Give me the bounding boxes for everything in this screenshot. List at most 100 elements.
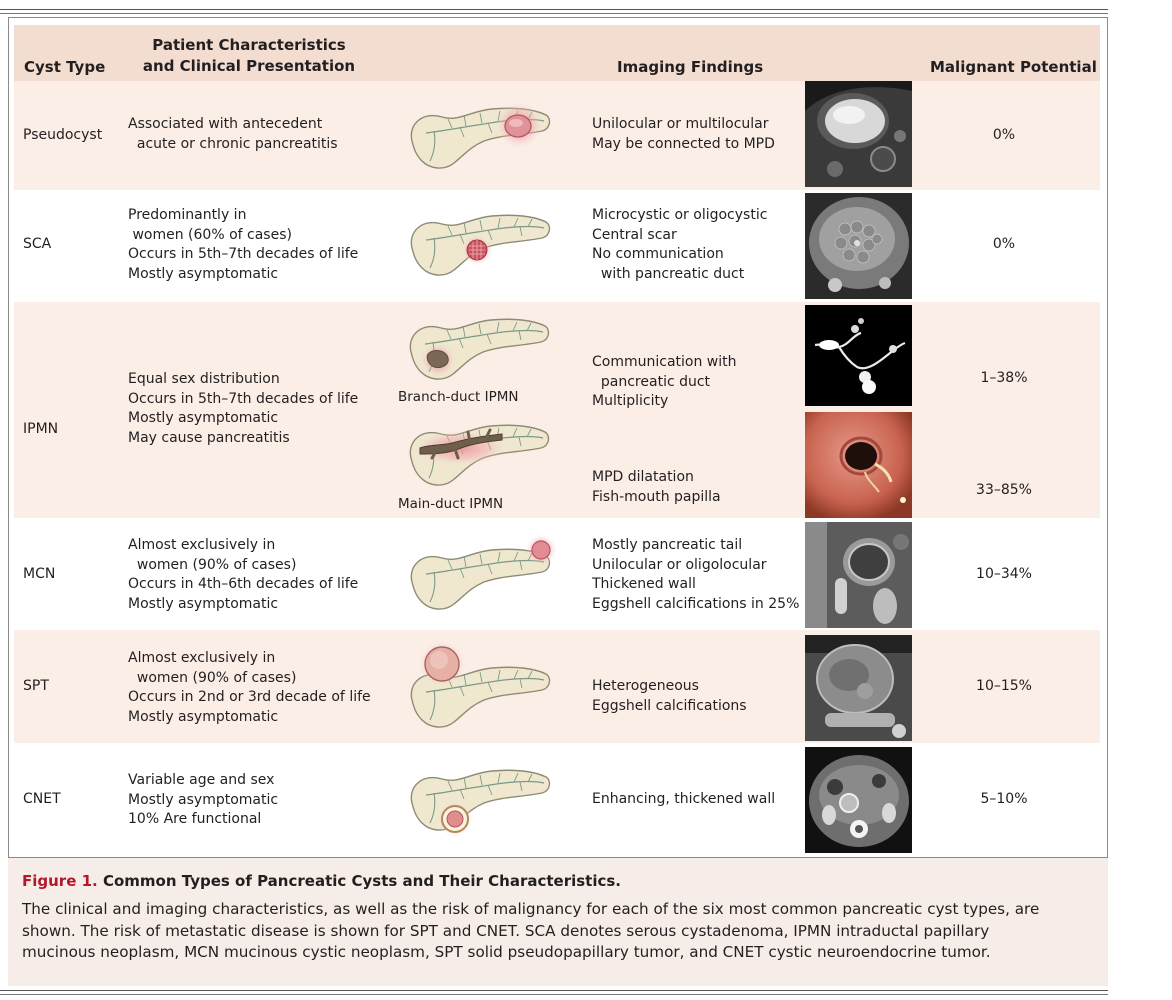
- characteristic-line: Occurs in 2nd or 3rd decade of life: [128, 689, 371, 705]
- imaging-line: Mostly pancreatic tail: [592, 537, 743, 553]
- top-rule: [0, 9, 1108, 10]
- caption-line: shown. The risk of metastatic disease is…: [22, 921, 990, 940]
- characteristic-line: Occurs in 4th–6th decades of life: [128, 576, 359, 592]
- cyst-type-label: MCN: [23, 566, 56, 582]
- imaging-findings: Microcystic or oligocystic Central scar …: [592, 206, 767, 284]
- branch-duct-label: Branch-duct IPMN: [398, 389, 519, 405]
- caption-line: mucinous neoplasm, MCN mucinous cystic n…: [22, 943, 991, 961]
- imaging-line: Unilocular or oligolocular: [592, 556, 767, 573]
- ct-mcn-image: [805, 522, 912, 628]
- characteristic-line: Occurs in 5th–7th decades of life: [128, 390, 359, 407]
- pancreas-main-duct-illustration: [409, 424, 550, 486]
- imaging-line: pancreatic duct: [592, 373, 711, 390]
- header-malignant: Malignant Potential: [930, 58, 1097, 76]
- table-row-spt: SPT Almost exclusively in women (90% of …: [14, 630, 1100, 743]
- imaging-line: Enhancing, thickened wall: [592, 791, 776, 807]
- characteristic-line: Predominantly in: [128, 207, 247, 223]
- bottom-rule-secondary: [0, 994, 1108, 995]
- characteristic-line: Mostly asymptomatic: [128, 410, 279, 426]
- imaging-findings: Heterogeneous Eggshell calcifications: [592, 677, 747, 716]
- cyst-type-label: SCA: [23, 236, 52, 252]
- figure-label: Figure 1.: [22, 872, 98, 890]
- characteristic-line: Almost exclusively in: [128, 650, 276, 666]
- caption-line: The clinical and imaging characteristics…: [22, 900, 1040, 918]
- characteristic-line: Almost exclusively in: [128, 537, 276, 553]
- cyst-type-label: IPMN: [23, 421, 59, 437]
- cyst-table: Cyst Type Patient Characteristics and Cl…: [14, 25, 1100, 853]
- characteristic-line: Equal sex distribution: [128, 371, 280, 387]
- characteristic-line: May cause pancreatitis: [128, 429, 290, 446]
- table-row-ipmn: IPMN Equal sex distribution Occurs in 5t…: [14, 302, 1100, 518]
- pancreas-branch-duct-illustration: [409, 318, 550, 380]
- caption-title-line: Figure 1. Common Types of Pancreatic Cys…: [22, 872, 621, 890]
- pancreas-mcn-illustration: [410, 534, 557, 610]
- patient-characteristics: Equal sex distribution Occurs in 5th–7th…: [128, 370, 358, 448]
- malignant-potential: 5–10%: [980, 791, 1028, 807]
- patient-characteristics: Almost exclusively in women (90% of case…: [128, 649, 371, 727]
- patient-characteristics: Associated with antecedent acute or chro…: [128, 115, 338, 154]
- imaging-line: Thickened wall: [592, 576, 696, 592]
- characteristic-line: Occurs in 5th–7th decades of life: [128, 246, 359, 262]
- pancreas-pseudocyst-illustration: [410, 101, 551, 169]
- pancreas-sca-illustration: [410, 214, 551, 276]
- imaging-line: MPD dilatation: [592, 469, 694, 485]
- table-row-mcn: MCN Almost exclusively in women (90% of …: [14, 518, 1100, 630]
- ct-spt-image: [805, 635, 912, 741]
- caption-title: Common Types of Pancreatic Cysts and The…: [102, 872, 621, 890]
- bottom-rule: [0, 990, 1108, 991]
- mrcp-branch-duct-image: [805, 305, 912, 406]
- characteristic-line: Mostly asymptomatic: [128, 708, 279, 725]
- header-patient-line2: and Clinical Presentation: [142, 57, 356, 75]
- caption-body: The clinical and imaging characteristics…: [22, 899, 1092, 964]
- imaging-line: Fish-mouth papilla: [592, 488, 721, 505]
- patient-characteristics: Predominantly in women (60% of cases) Oc…: [128, 206, 358, 284]
- imaging-findings-branch-duct: Communication with pancreatic duct Multi…: [592, 353, 737, 412]
- imaging-line: Unilocular or multilocular: [592, 116, 769, 132]
- malignant-potential: 0%: [992, 127, 1016, 143]
- imaging-line: Multiplicity: [592, 393, 669, 409]
- characteristic-line: Associated with antecedent: [128, 116, 323, 132]
- ct-sca-image: [805, 193, 912, 299]
- imaging-findings: Mostly pancreatic tail Unilocular or oli…: [592, 536, 799, 614]
- endoscopy-main-duct-image: [805, 412, 912, 518]
- characteristic-line: women (90% of cases): [128, 669, 297, 686]
- characteristic-line: women (90% of cases): [128, 556, 297, 573]
- characteristic-line: Mostly asymptomatic: [128, 595, 279, 612]
- mri-pseudocyst-image: [805, 81, 912, 187]
- table-row-cnet: CNET Variable age and sex Mostly asympto…: [14, 743, 1100, 853]
- characteristic-line: 10% Are functional: [128, 811, 262, 827]
- malignant-potential-branch-duct: 1–38%: [980, 370, 1028, 386]
- ct-cnet-image: [805, 747, 912, 853]
- cyst-type-label: Pseudocyst: [23, 127, 103, 143]
- malignant-potential-main-duct: 33–85%: [976, 482, 1032, 498]
- characteristic-line: Variable age and sex: [128, 772, 275, 788]
- header-cyst-type: Cyst Type: [24, 58, 106, 76]
- cyst-type-label: SPT: [23, 678, 49, 694]
- characteristic-line: women (60% of cases): [128, 226, 292, 243]
- imaging-line: Microcystic or oligocystic: [592, 207, 768, 223]
- imaging-findings: Unilocular or multilocular May be connec…: [592, 115, 775, 154]
- top-rule-secondary: [0, 13, 1108, 14]
- table-row-pseudocyst: Pseudocyst Associated with antecedent ac…: [14, 81, 1100, 190]
- malignant-potential: 0%: [992, 236, 1016, 252]
- malignant-potential: 10–34%: [976, 566, 1032, 582]
- figure-caption: Figure 1. Common Types of Pancreatic Cys…: [8, 857, 1108, 986]
- imaging-line: Eggshell calcifications: [592, 697, 747, 714]
- cyst-type-label: CNET: [23, 791, 61, 807]
- pancreas-spt-illustration: [410, 640, 551, 728]
- imaging-line: Eggshell calcifications in 25%: [592, 595, 800, 612]
- table-header: Cyst Type Patient Characteristics and Cl…: [14, 25, 1100, 81]
- table-row-sca: SCA Predominantly in women (60% of cases…: [14, 190, 1100, 302]
- main-duct-label: Main-duct IPMN: [398, 496, 504, 512]
- imaging-findings: Enhancing, thickened wall: [592, 790, 775, 810]
- imaging-line: Central scar: [592, 226, 677, 243]
- characteristic-line: acute or chronic pancreatitis: [128, 135, 338, 152]
- header-patient-line1: Patient Characteristics: [152, 36, 346, 54]
- imaging-line: with pancreatic duct: [592, 265, 745, 282]
- imaging-line: Communication with: [592, 354, 737, 370]
- imaging-line: Heterogeneous: [592, 678, 699, 694]
- patient-characteristics: Almost exclusively in women (90% of case…: [128, 536, 358, 614]
- patient-characteristics: Variable age and sex Mostly asymptomatic…: [128, 771, 278, 830]
- imaging-findings-main-duct: MPD dilatation Fish-mouth papilla: [592, 468, 721, 507]
- pancreas-cnet-illustration: [410, 769, 551, 837]
